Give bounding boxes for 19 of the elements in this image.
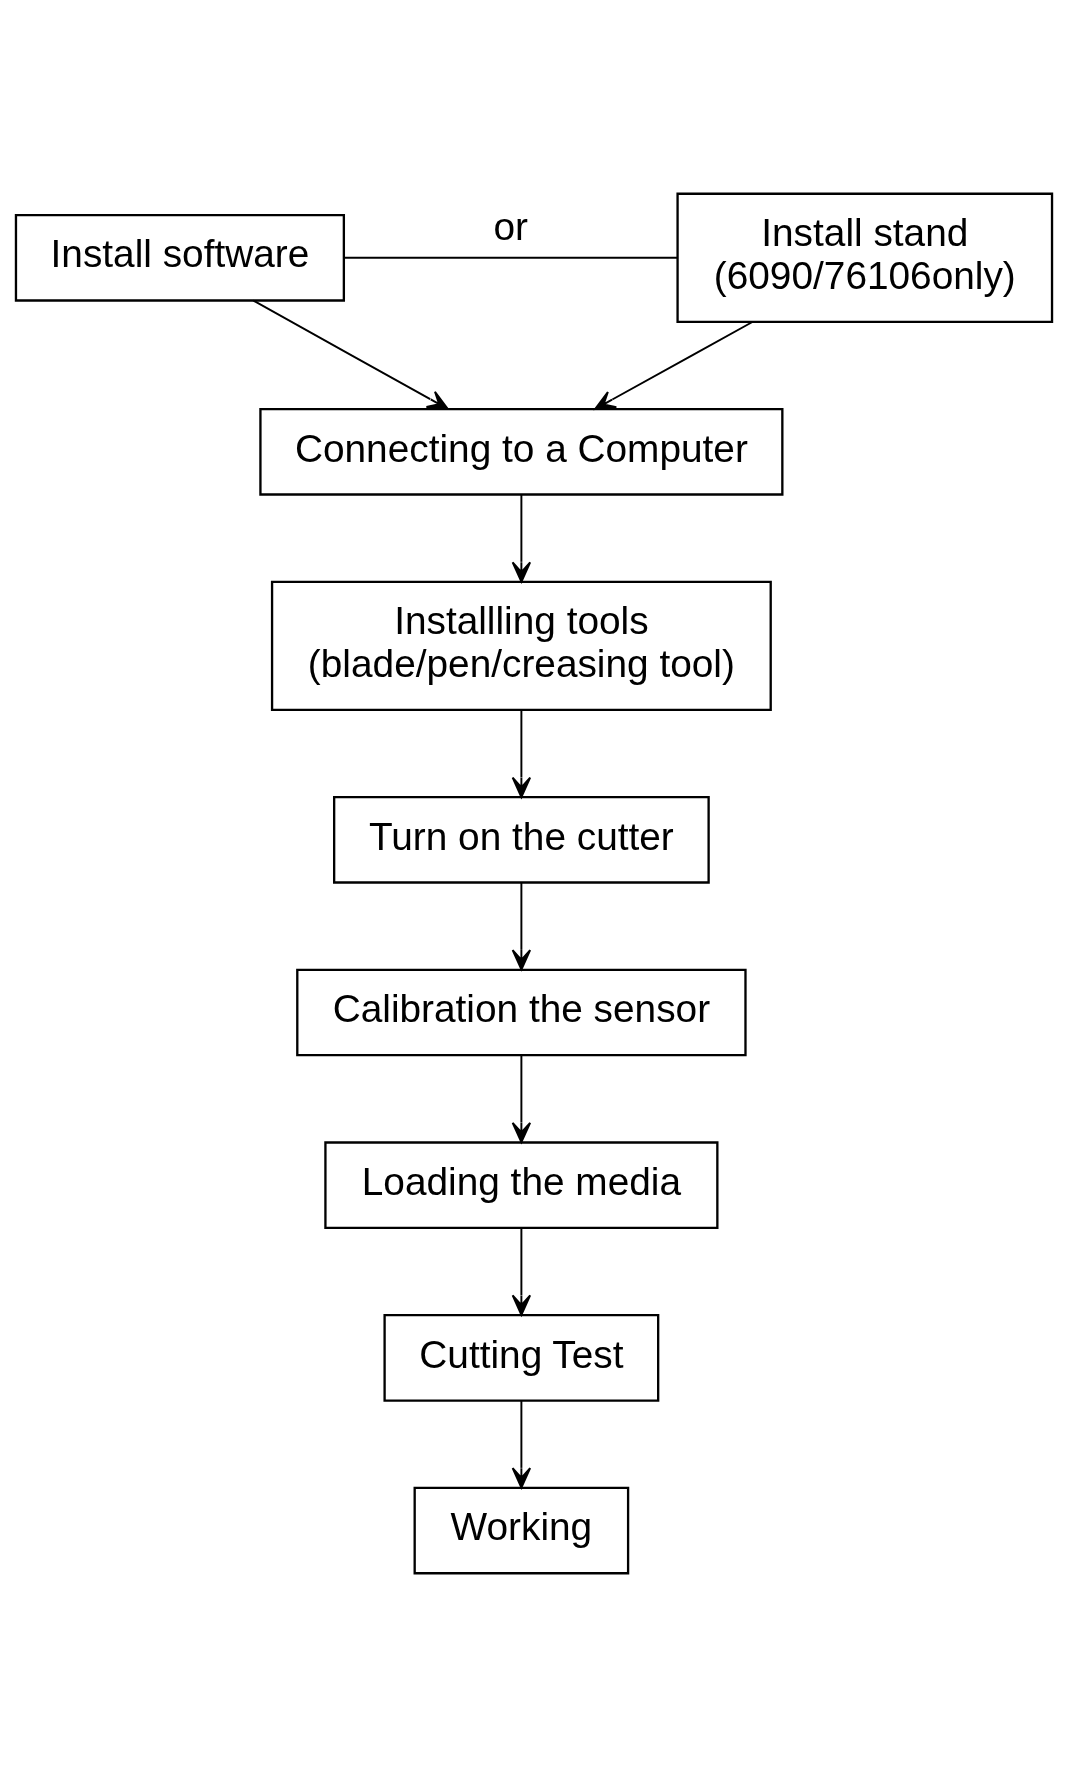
node-box: Install stand (6090/76106only) [676, 192, 1054, 323]
arrow [511, 1399, 532, 1488]
arrow [594, 320, 754, 410]
node-box: Calibration the sensor [296, 968, 747, 1056]
connector [343, 256, 679, 259]
arrow [511, 1226, 532, 1316]
node-box: Connecting to a Computer [259, 407, 784, 496]
node-box: Turn on the cutter [333, 795, 710, 884]
node-box: Loading the media [324, 1140, 719, 1229]
arrow [511, 708, 532, 798]
node-box: Cutting Test [383, 1313, 660, 1402]
node-box: Working [413, 1486, 630, 1574]
arrow [511, 1053, 532, 1143]
arrow [511, 881, 532, 970]
edge-label: or [493, 204, 528, 248]
arrow [252, 299, 449, 410]
arrow [511, 493, 532, 583]
node-box: Installling tools (blade/pen/creasing tool) [270, 580, 772, 711]
node-box: Install software [14, 213, 346, 302]
